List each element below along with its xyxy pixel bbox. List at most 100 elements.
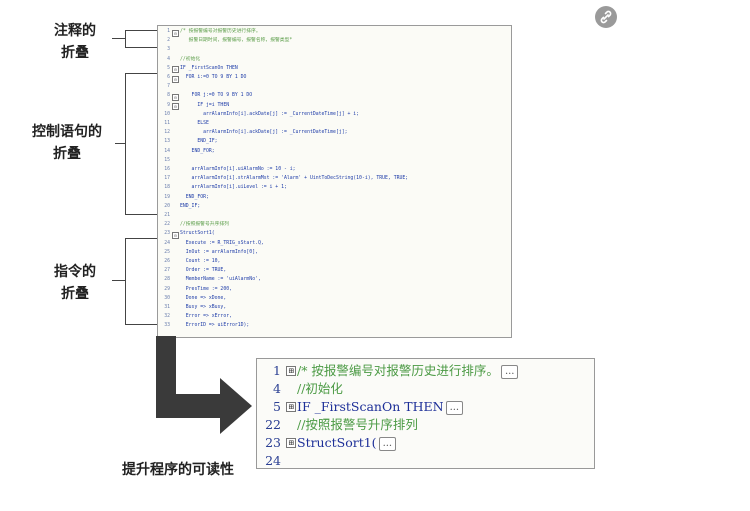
code-text: FOR j:=0 TO 9 BY 1 DO bbox=[180, 93, 253, 99]
line-number: 10 bbox=[164, 111, 170, 117]
expand-fold-icon[interactable]: ⊞ bbox=[286, 438, 296, 448]
code-line: 14 END_FOR; bbox=[158, 148, 511, 156]
link-share-icon[interactable] bbox=[595, 6, 617, 28]
code-text: arrAlarmInfo[i].ackDate[j] := _CurrentDa… bbox=[180, 130, 348, 136]
line-number: 24 bbox=[265, 453, 281, 468]
code-text: arrAlarmInfo[i].uiAlarmNo := 10 - i; bbox=[180, 167, 296, 172]
comment-bracket-tick bbox=[112, 38, 125, 39]
line-number: 32 bbox=[164, 314, 170, 320]
code-line: 20 END_IF; bbox=[158, 203, 511, 211]
code-text-content: /* 按报警编号对报警历史进行排序。 bbox=[297, 363, 499, 378]
code-line: 3 bbox=[158, 46, 511, 54]
code-line: 23⊟StructSort1( bbox=[158, 230, 511, 239]
folded-code-line: 22 //按照报警号升序排列 bbox=[257, 415, 592, 435]
line-number: 21 bbox=[164, 213, 170, 218]
line-number: 18 bbox=[164, 185, 170, 191]
control-fold-label: 控制语句的 折叠 bbox=[32, 124, 102, 162]
folded-code-line: 24 bbox=[257, 451, 592, 471]
code-text: arrAlarmInfo[i].uiLevel := i + 1; bbox=[180, 185, 287, 191]
code-line: 27 Order := TRUE, bbox=[158, 267, 511, 275]
fold-toggle-icon[interactable]: ⊟ bbox=[172, 29, 179, 37]
line-number: 33 bbox=[164, 323, 170, 329]
code-line: 25 InOut := arrAlarmInfo[0], bbox=[158, 249, 511, 257]
line-number: 16 bbox=[164, 167, 170, 172]
code-line: 2 报警日期时间，报警编号，报警名称，报警类型* bbox=[158, 37, 511, 45]
code-text-content: //按照报警号升序排列 bbox=[297, 417, 418, 432]
line-number: 9 bbox=[167, 102, 170, 108]
line-number: 2 bbox=[167, 38, 170, 44]
original-code-panel: 1⊟/* 按报警编号对报警历史进行排序。2 报警日期时间，报警编号，报警名称，报… bbox=[157, 25, 512, 338]
line-number: 22 bbox=[265, 417, 281, 432]
link-icon bbox=[600, 10, 612, 24]
code-text: //初始化 bbox=[180, 56, 201, 62]
code-line: 24 Execute := R_TRIG_sStart.Q, bbox=[158, 240, 511, 248]
collapsed-block-button[interactable]: ... bbox=[378, 436, 397, 451]
fold-toggle-icon[interactable]: ⊟ bbox=[172, 66, 179, 74]
code-text-content: IF _FirstScanOn THEN bbox=[297, 399, 444, 414]
code-line: 9⊟ IF j=i THEN bbox=[158, 102, 511, 111]
line-number: 22 bbox=[164, 222, 170, 228]
line-number: 15 bbox=[164, 157, 170, 163]
line-number: 30 bbox=[164, 295, 170, 301]
code-line: 5⊟IF _FirstScanOn THEN bbox=[158, 65, 511, 74]
line-number: 29 bbox=[164, 286, 170, 292]
line-number: 25 bbox=[164, 249, 170, 255]
line-number: 20 bbox=[164, 203, 170, 209]
code-line: 13 END_IF; bbox=[158, 138, 511, 146]
readability-label: 提升程序的可读性 bbox=[122, 462, 234, 478]
fold-toggle-icon[interactable]: ⊟ bbox=[172, 103, 179, 111]
code-text-content: //初始化 bbox=[297, 381, 343, 396]
code-text: ErrorID => uiError1D); bbox=[180, 323, 250, 329]
code-line: 11 ELSE bbox=[158, 120, 511, 128]
fold-toggle-icon[interactable]: ⊟ bbox=[172, 93, 179, 101]
fold-toggle-icon[interactable]: ⊟ bbox=[172, 231, 179, 239]
instruction-bracket bbox=[125, 238, 158, 325]
line-number: 7 bbox=[167, 84, 170, 90]
line-number: 17 bbox=[164, 176, 170, 182]
line-number: 14 bbox=[164, 148, 170, 154]
code-line: 18 arrAlarmInfo[i].uiLevel := i + 1; bbox=[158, 184, 511, 192]
folded-code-line: 23⊞StructSort1(... bbox=[257, 433, 592, 453]
control-bracket-tick bbox=[115, 143, 125, 144]
code-text: arrAlarmInfo[i].ackDate[j] := _CurrentDa… bbox=[180, 111, 360, 117]
code-line: 17 arrAlarmInfo[i].strAlarmMst := 'Alarm… bbox=[158, 175, 511, 183]
expand-fold-icon[interactable]: ⊞ bbox=[286, 366, 296, 376]
code-text: Done => xDone, bbox=[180, 295, 227, 301]
code-line: 19 END_FOR; bbox=[158, 194, 511, 202]
code-text: END_IF; bbox=[180, 203, 201, 209]
line-number: 24 bbox=[164, 240, 170, 246]
code-text: /* 按报警编号对报警历史进行排序。 bbox=[180, 29, 261, 34]
collapsed-block-button[interactable]: ... bbox=[500, 364, 519, 379]
folded-code-line: 1⊞/* 按报警编号对报警历史进行排序。... bbox=[257, 361, 592, 381]
expand-fold-icon[interactable]: ⊞ bbox=[286, 402, 296, 412]
code-line: 15 bbox=[158, 157, 511, 165]
code-text: Count := 10, bbox=[180, 259, 221, 264]
code-text: PresTime := 200, bbox=[180, 286, 232, 292]
code-text-content: StructSort1( bbox=[297, 435, 377, 450]
line-number: 13 bbox=[164, 139, 170, 145]
code-text: IF _FirstScanOn THEN... bbox=[297, 397, 464, 417]
collapsed-block-button[interactable]: ... bbox=[445, 400, 464, 415]
code-line: 21 bbox=[158, 212, 511, 220]
code-text: arrAlarmInfo[i].strAlarmMst := 'Alarm' +… bbox=[180, 176, 409, 182]
code-text: Order := TRUE, bbox=[180, 268, 227, 274]
line-number: 5 bbox=[167, 65, 170, 71]
line-number: 5 bbox=[273, 399, 281, 414]
instruction-bracket-tick bbox=[112, 280, 125, 281]
control-bracket bbox=[125, 73, 158, 215]
code-text: StructSort1( bbox=[180, 231, 215, 237]
code-text: IF _FirstScanOn THEN bbox=[180, 65, 238, 71]
line-number: 3 bbox=[167, 47, 170, 53]
code-line: 32 Error => xError, bbox=[158, 313, 511, 321]
code-text: Error => xError, bbox=[180, 314, 232, 320]
code-text: END_FOR; bbox=[180, 148, 215, 154]
fold-toggle-icon[interactable]: ⊟ bbox=[172, 75, 179, 83]
comment-bracket bbox=[125, 30, 158, 48]
code-text: MemberName := 'uiAlarmNo', bbox=[180, 277, 261, 283]
code-text: END_FOR; bbox=[180, 194, 209, 200]
line-number: 23 bbox=[164, 231, 170, 237]
code-text: //按照报警号升序排列 bbox=[297, 415, 418, 435]
code-line: 28 MemberName := 'uiAlarmNo', bbox=[158, 276, 511, 284]
code-line: 29 PresTime := 200, bbox=[158, 286, 511, 294]
